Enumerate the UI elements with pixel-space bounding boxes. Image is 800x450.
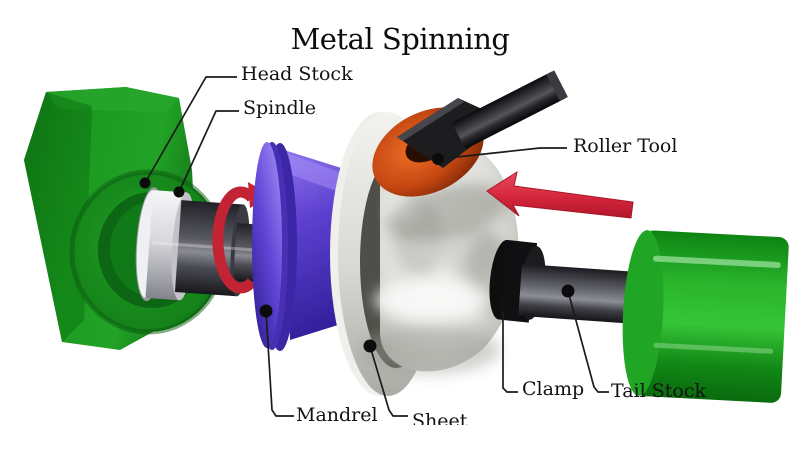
tailstock-cylinder <box>622 230 789 403</box>
label-tail-stock: Tail Stock <box>611 380 706 402</box>
leader-lines <box>144 76 609 417</box>
label-clamp: Clamp <box>522 378 585 400</box>
leader-mandrel <box>265 310 294 417</box>
leader-dots <box>139 153 575 353</box>
label-spindle: Spindle <box>243 97 316 119</box>
leader-spindle <box>178 110 239 193</box>
leader-head-stock <box>144 76 237 184</box>
leader-tail-stock <box>567 290 609 393</box>
tool-handle <box>452 70 568 149</box>
label-mandrel: Mandrel <box>296 404 378 426</box>
feed-arrow <box>486 170 634 219</box>
label-roller-tool: Roller Tool <box>573 135 678 157</box>
diagram-title: Metal Spinning <box>290 22 510 56</box>
leader-clamp <box>502 312 518 393</box>
leader-roller-tool <box>437 147 567 160</box>
roller-tool <box>372 70 568 241</box>
bottom-crop-overlay <box>0 425 800 450</box>
leader-sheet <box>369 345 408 417</box>
label-head-stock: Head Stock <box>241 63 353 85</box>
